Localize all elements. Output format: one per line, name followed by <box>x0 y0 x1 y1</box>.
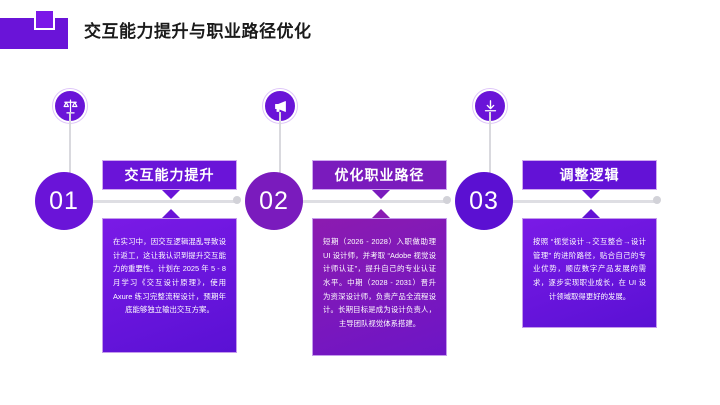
page-title: 交互能力提升与职业路径优化 <box>84 22 312 41</box>
stage-number-badge: 03 <box>455 172 513 230</box>
timeline-rail-end-dot <box>233 196 241 204</box>
timeline-stage-3: 03 调整逻辑 按照 “视觉设计→交互整合→设计管理” 的进阶路径，贴合自己的专… <box>450 0 661 405</box>
caret-up-icon <box>372 209 390 218</box>
stage-stem <box>279 112 281 200</box>
caret-up-icon <box>162 209 180 218</box>
caret-down-icon <box>162 190 180 199</box>
stage-stem <box>489 112 491 200</box>
page-header: 交互能力提升与职业路径优化 <box>0 0 720 62</box>
timeline-rail <box>92 200 240 203</box>
caret-down-icon <box>582 190 600 199</box>
timeline-rail <box>512 200 660 203</box>
stage-title-chip[interactable]: 优化职业路径 <box>312 160 447 190</box>
stage-stem <box>69 112 71 200</box>
stage-body-text: 短期（2026 - 2028）入职做助理 UI 设计师，并考取 “Adobe 视… <box>323 237 436 329</box>
stage-title-chip[interactable]: 交互能力提升 <box>102 160 237 190</box>
timeline-rail <box>302 200 450 203</box>
caret-up-icon <box>582 209 600 218</box>
stage-number-badge: 01 <box>35 172 93 230</box>
stage-title-chip[interactable]: 调整逻辑 <box>522 160 657 190</box>
header-mark-square-icon <box>34 9 55 30</box>
scales-balance-icon[interactable] <box>53 89 87 123</box>
caret-down-icon <box>372 190 390 199</box>
stage-body-panel: 在实习中，因交互逻辑混乱导致设计返工，这让我认识到提升交互能力的重要性。计划在 … <box>102 218 237 353</box>
timeline-rail-end-dot <box>443 196 451 204</box>
timeline-rail-end-dot <box>653 196 661 204</box>
stage-body-panel: 短期（2026 - 2028）入职做助理 UI 设计师，并考取 “Adobe 视… <box>312 218 447 356</box>
stage-number-badge: 02 <box>245 172 303 230</box>
stage-body-panel: 按照 “视觉设计→交互整合→设计管理” 的进阶路径，贴合自己的专业优势，顺应数字… <box>522 218 657 328</box>
stage-body-text: 按照 “视觉设计→交互整合→设计管理” 的进阶路径，贴合自己的专业优势，顺应数字… <box>533 237 646 301</box>
stage-body-text: 在实习中，因交互逻辑混乱导致设计返工，这让我认识到提升交互能力的重要性。计划在 … <box>113 237 226 315</box>
timeline-stage-1: 01 交互能力提升 在实习中，因交互逻辑混乱导致设计返工，这让我认识到提升交互能… <box>30 0 241 405</box>
timeline-stage-2: 02 优化职业路径 短期（2026 - 2028）入职做助理 UI 设计师，并考… <box>240 0 451 405</box>
